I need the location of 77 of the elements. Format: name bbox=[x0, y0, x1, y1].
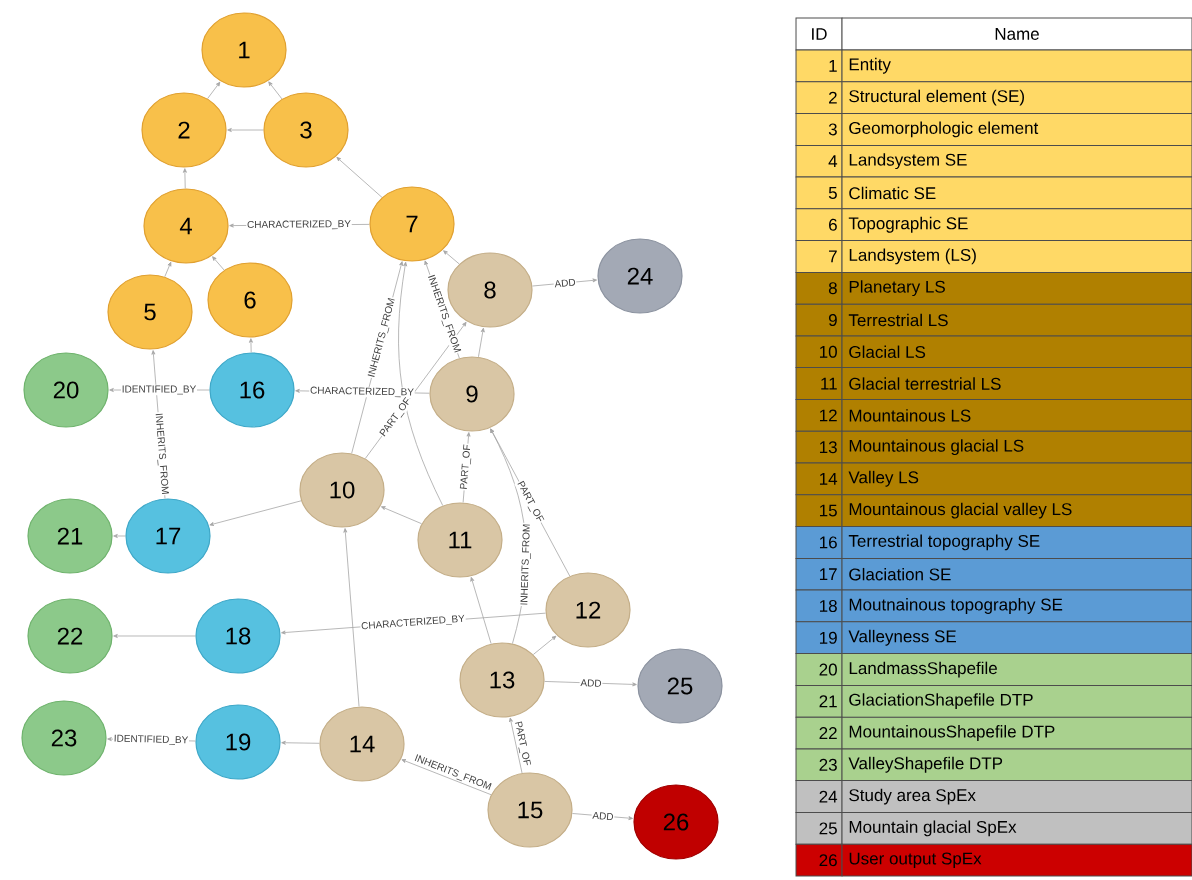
table-cell: 10 bbox=[795, 335, 843, 369]
graph-node: 9 bbox=[429, 356, 515, 432]
graph-node: 5 bbox=[107, 274, 193, 350]
graph-node: 4 bbox=[143, 188, 229, 264]
graph-node: 12 bbox=[545, 572, 631, 648]
arrow bbox=[443, 250, 460, 265]
graph-node: 10 bbox=[299, 452, 385, 528]
arrow bbox=[470, 576, 492, 645]
graph-node: 3 bbox=[263, 92, 349, 168]
arrow bbox=[343, 528, 360, 707]
arrow bbox=[209, 500, 302, 526]
arrow bbox=[182, 168, 187, 189]
graph-node: 13 bbox=[459, 642, 545, 718]
graph-node: 20 bbox=[23, 352, 109, 428]
table-cell: 7 bbox=[795, 240, 843, 273]
graph-node: 17 bbox=[125, 498, 211, 574]
arrow bbox=[462, 432, 471, 503]
graph-node: 14 bbox=[319, 706, 405, 782]
table-cell: 9 bbox=[795, 303, 843, 337]
table-cell: 13 bbox=[795, 430, 843, 464]
table-cell: 15 bbox=[795, 494, 843, 528]
arrow bbox=[532, 635, 557, 655]
table-cell: 5 bbox=[795, 176, 843, 210]
arrow bbox=[113, 534, 126, 538]
arrow bbox=[281, 740, 320, 745]
arrow bbox=[164, 261, 172, 278]
table-cell: 21 bbox=[795, 684, 843, 718]
arrow bbox=[401, 759, 492, 796]
graph-node: 1 bbox=[201, 12, 287, 88]
table-cell: 22 bbox=[795, 716, 843, 750]
table-cell: 19 bbox=[795, 621, 843, 655]
arrow bbox=[478, 327, 485, 358]
arrow bbox=[572, 813, 633, 821]
table-cell: 6 bbox=[795, 208, 843, 242]
table-cell: 3 bbox=[795, 113, 843, 146]
arrow bbox=[544, 681, 637, 687]
table-cell: 12 bbox=[795, 398, 843, 432]
graph-node: 7 bbox=[369, 186, 455, 262]
table-cell: 1 bbox=[795, 49, 843, 83]
graph-node: 21 bbox=[27, 498, 113, 574]
table-cell: 25 bbox=[795, 811, 843, 845]
table-cell: 17 bbox=[795, 557, 843, 591]
arrow bbox=[227, 128, 264, 132]
arrow bbox=[268, 81, 283, 100]
table-cell: 18 bbox=[795, 589, 843, 623]
table-cell: 4 bbox=[795, 144, 843, 178]
arrow bbox=[509, 717, 523, 774]
table-cell: 11 bbox=[795, 367, 843, 400]
graph-node: 19 bbox=[195, 704, 281, 780]
graph-node: 6 bbox=[207, 262, 293, 338]
graph-node: 26 bbox=[633, 784, 719, 860]
graph-node: 16 bbox=[209, 352, 295, 428]
arrow bbox=[380, 506, 422, 525]
table-cell: 24 bbox=[795, 780, 843, 813]
table-cell: 2 bbox=[795, 81, 843, 115]
graph-node: 22 bbox=[27, 598, 113, 674]
arrow bbox=[212, 256, 225, 271]
arrow bbox=[532, 278, 597, 287]
table-cell: 14 bbox=[795, 462, 843, 496]
graph-node: 24 bbox=[597, 238, 683, 314]
table-cell: ID bbox=[795, 17, 843, 51]
arrow bbox=[398, 261, 444, 506]
graph-node: 23 bbox=[21, 700, 107, 776]
arrow bbox=[364, 321, 467, 459]
arrow bbox=[249, 338, 253, 353]
arrow bbox=[207, 81, 221, 100]
graph-node: 2 bbox=[141, 92, 227, 168]
table-cell: 16 bbox=[795, 526, 843, 559]
table-cell: 26 bbox=[795, 843, 843, 877]
table-cell: 20 bbox=[795, 653, 843, 686]
graph-node: 18 bbox=[195, 598, 281, 674]
table-cell: 23 bbox=[795, 748, 843, 782]
graph-node: 25 bbox=[637, 648, 723, 724]
arrow bbox=[336, 156, 383, 198]
table-cell: 8 bbox=[795, 271, 843, 305]
arrow bbox=[113, 634, 196, 638]
graph-node: 11 bbox=[417, 502, 503, 578]
